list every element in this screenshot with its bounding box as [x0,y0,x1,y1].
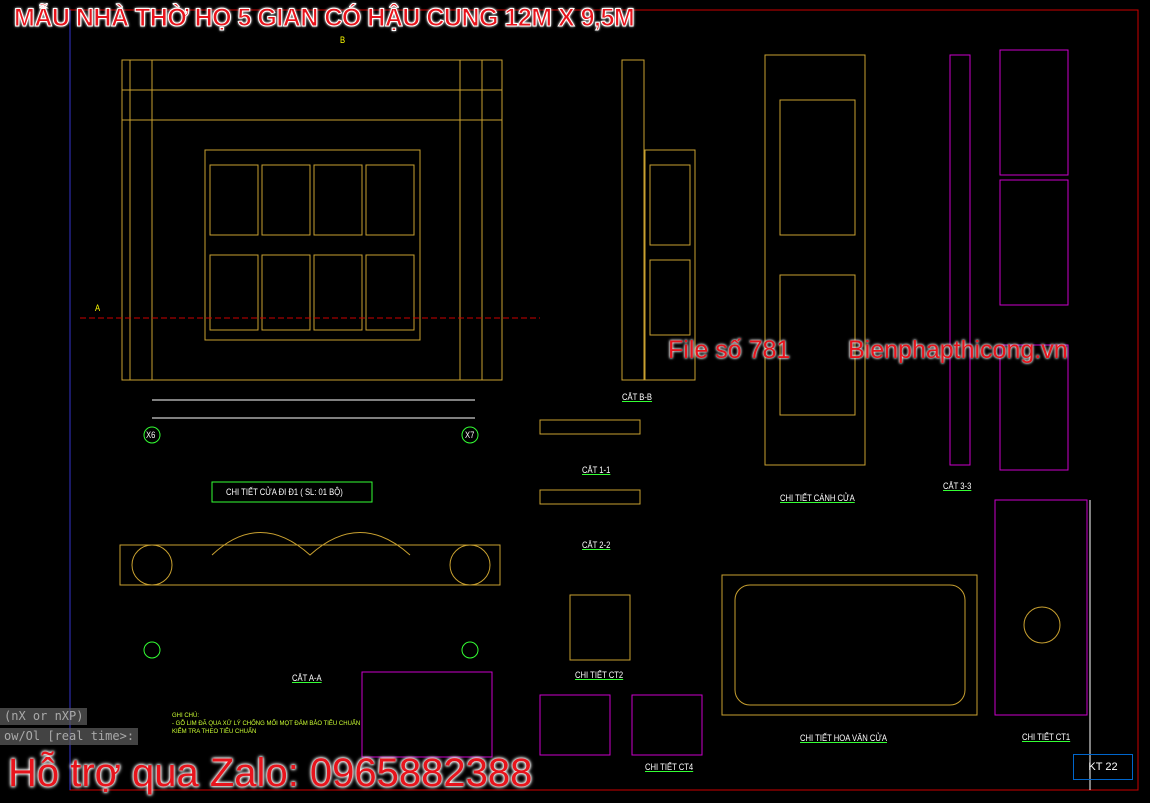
section-bb [621,59,696,381]
note-line: KIỂM TRA THEO TIÊU CHUẨN [172,729,257,735]
drawing-title: MẪU NHÀ THỜ HỌ 5 GIAN CÓ HẬU CUNG 12M X … [13,4,635,33]
door-leaf [764,49,1069,471]
note-line: - GỖ LIM ĐÃ QUA XỬ LÝ CHỐNG MỐI MỌT ĐẢM … [172,721,361,727]
label-section-33: CẮT 3-3 [943,481,972,491]
door-elevation [80,59,540,419]
section-mark-b: B [340,35,346,45]
sheet-number: KT 22 [1073,754,1133,780]
site-watermark: Bienphapthicong.vn [848,336,1068,364]
label-door-leaf: CHI TIẾT CÁNH CỬA [780,493,855,503]
command-history-line: (nX or nXP) [0,708,88,725]
support-contact: Hỗ trợ qua Zalo: 0965882388 [8,751,533,795]
label-pattern: CHI TIẾT HOA VĂN CỬA [800,733,888,743]
note-heading: GHI CHÚ: [172,713,199,719]
label-section-11: CẮT 1-1 [582,465,611,475]
label-ct2: CHI TIẾT CT2 [575,670,624,680]
label-door-detail: CHI TIẾT CỬA ĐI Đ1 ( SL: 01 BỘ) [226,487,343,497]
label-section-22: CẮT 2-2 [582,540,611,550]
grid-x6: X6 [146,430,156,440]
small-sections [361,419,1088,758]
label-ct4: CHI TIẾT CT4 [645,762,694,772]
command-prompt[interactable]: ow/Ol [real time>: [0,728,139,745]
label-ct1: CHI TIẾT CT1 [1022,732,1071,742]
section-mark-a: A [95,303,101,313]
grid-x7: X7 [465,430,475,440]
label-section-bb: CẮT B-B [622,392,653,402]
notes: GHI CHÚ: - GỖ LIM ĐÃ QUA XỬ LÝ CHỐNG MỐI… [172,712,360,736]
label-section-aa: CẮT A-A [292,673,322,683]
file-number-watermark: File số 781 [668,336,791,364]
section-aa [119,426,501,659]
